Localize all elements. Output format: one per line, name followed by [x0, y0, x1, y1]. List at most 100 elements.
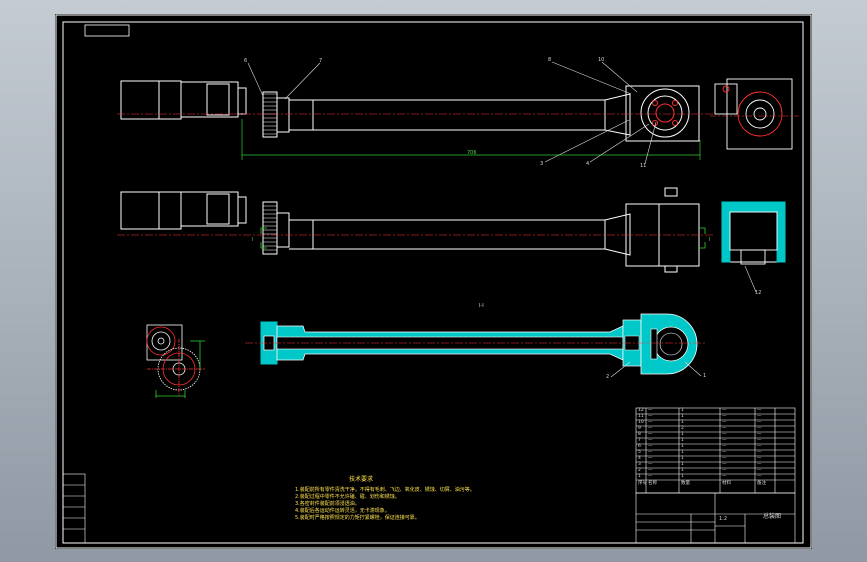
bom-cell: — — [757, 432, 762, 437]
bom-cell: 1 — [681, 456, 684, 461]
bom-cell: — — [722, 414, 727, 419]
top-view — [120, 80, 700, 142]
bom-cell: 12 — [638, 408, 644, 413]
balloon-10: 10 — [598, 57, 605, 63]
bom-cell: — — [722, 444, 727, 449]
balloon-leaders-top — [247, 61, 657, 165]
section-leader — [744, 265, 757, 293]
bom-cell: — — [722, 438, 727, 443]
section-mark-left: I — [252, 237, 254, 243]
bom-cell: — — [757, 444, 762, 449]
bom-cell: — — [757, 468, 762, 473]
section-markers — [260, 227, 706, 249]
bom-cell: 4 — [638, 456, 641, 461]
section-title: I-I — [479, 303, 484, 309]
bom-cell: 3 — [638, 462, 641, 467]
bom-cell: 1 — [681, 474, 684, 479]
notes-title: 技术要求 — [349, 476, 374, 483]
motor-body — [120, 80, 182, 120]
bom-cell: — — [722, 408, 727, 413]
bom-header-cell: 序号 — [638, 481, 647, 486]
gear-detail-view — [146, 324, 205, 398]
bom-cell: 1 — [638, 474, 641, 479]
bom-cell: 11 — [638, 414, 644, 419]
note-line-2: 2.装配过程中零件不允许磕、碰、划伤和锈蚀。 — [295, 494, 400, 500]
balloon-12: 12 — [755, 290, 762, 296]
drawing-frame — [62, 21, 804, 544]
bom-cell: — — [648, 444, 653, 449]
bom-cell: — — [648, 408, 653, 413]
bom-cell: — — [757, 462, 762, 467]
bom-header-cell: 名称 — [648, 481, 657, 486]
section-leaders — [610, 361, 702, 378]
bom-cell: — — [648, 420, 653, 425]
bom-cell: 5 — [638, 450, 641, 455]
bom-cell: 2 — [681, 426, 684, 431]
bom-cell: — — [757, 414, 762, 419]
bom-cell: 1 — [681, 414, 684, 419]
dimension-text-706: 706 — [467, 150, 477, 156]
rod-eye-housing — [625, 85, 700, 142]
bom-cell: 2 — [638, 468, 641, 473]
rod-eye-section-view — [721, 201, 786, 265]
gearbox-end-view — [714, 78, 793, 150]
bom-cell: — — [648, 414, 653, 419]
bom-cell: 7 — [638, 438, 641, 443]
bom-cell: 1 — [681, 450, 684, 455]
bom-cell: — — [722, 462, 727, 467]
bom-cell: 1 — [681, 438, 684, 443]
bom-header-cell: 材料 — [722, 481, 731, 486]
bom-cell: 1 — [681, 468, 684, 473]
overall-length-dimension — [241, 119, 701, 160]
bom-cell: 1 — [681, 420, 684, 425]
balloon-3: 3 — [540, 161, 544, 167]
bom-cell: 1 — [681, 462, 684, 467]
bom-cell: 9 — [638, 426, 641, 431]
title-block-grid — [635, 492, 796, 544]
bom-cell: — — [648, 438, 653, 443]
balloon-1: 1 — [703, 373, 707, 379]
bom-header-cell: 备注 — [757, 481, 766, 486]
bom-cell: — — [722, 456, 727, 461]
bom-cell: — — [648, 468, 653, 473]
balloon-8: 8 — [548, 57, 552, 63]
section-mark-right: I — [709, 237, 711, 243]
bom-cell: 10 — [638, 420, 644, 425]
bom-cell: — — [648, 474, 653, 479]
bom-cell: — — [722, 450, 727, 455]
bom-header-cell: 数量 — [681, 481, 690, 486]
bom-cell: — — [757, 420, 762, 425]
bom-cell: 1 — [681, 432, 684, 437]
bom-cell: 6 — [638, 444, 641, 449]
balloon-2: 2 — [606, 374, 610, 380]
bom-cell: — — [722, 426, 727, 431]
bom-cell: — — [757, 438, 762, 443]
balloon-4: 4 — [586, 161, 590, 167]
bom-cell: — — [722, 474, 727, 479]
revision-block — [62, 473, 86, 544]
sheet-border-outer — [55, 14, 812, 549]
engineering-drawing — [55, 14, 812, 549]
note-line-4: 4.装配后各运动件运转灵活，无卡滞现象。 — [295, 508, 390, 514]
bom-table-grid — [635, 407, 796, 494]
top-left-code-box — [84, 24, 130, 37]
bom-cell: — — [648, 426, 653, 431]
bom-cell: — — [757, 408, 762, 413]
note-line-3: 3.各密封件装配前须浸透油。 — [295, 501, 360, 507]
bom-cell: 8 — [638, 432, 641, 437]
title-scale: 1:2 — [719, 516, 728, 522]
bom-cell: — — [722, 468, 727, 473]
bom-cell: — — [648, 462, 653, 467]
bom-cell: — — [722, 420, 727, 425]
balloon-11: 11 — [640, 163, 647, 169]
bom-cell: — — [757, 426, 762, 431]
bom-cell: — — [648, 450, 653, 455]
bom-cell: — — [757, 456, 762, 461]
drawing-canvas[interactable]: 6 7 8 10 3 4 11 706 12 I I I-I 2 1 技术要求 … — [55, 14, 812, 549]
bom-cell: — — [648, 456, 653, 461]
bom-table: 12—1——11—1——10—1——9—2——8—1——7—1——6—1——5—… — [636, 408, 795, 493]
balloon-6: 6 — [244, 58, 248, 64]
bom-cell: 1 — [681, 444, 684, 449]
bom-cell: — — [648, 432, 653, 437]
bom-cell: 1 — [681, 408, 684, 413]
